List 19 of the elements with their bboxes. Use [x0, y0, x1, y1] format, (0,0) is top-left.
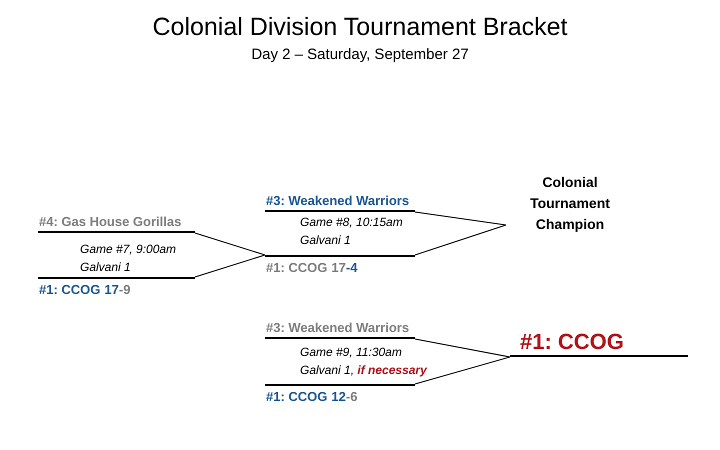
bracket-line [414, 356, 510, 384]
bracket-slot: #3: Weakened Warriors [265, 192, 415, 212]
bracket-slot: #1: CCOG 17-4 [265, 255, 415, 275]
bracket-slot: #4: Gas House Gorillas [38, 213, 195, 233]
bracket-line [194, 232, 266, 256]
bracket-slot: #1: CCOG 17-9 [38, 277, 195, 297]
bracket-line [414, 338, 510, 358]
bracket-title: Colonial Division Tournament Bracket [152, 12, 568, 42]
game-info: Game #9, 11:30am Galvani 1, if necessary [300, 344, 427, 379]
game-info: Game #8, 10:15am Galvani 1 [300, 214, 403, 249]
bracket-slot: #1: CCOG [510, 331, 688, 357]
game-info: Game #7, 9:00am Galvani 1 [80, 241, 176, 276]
champion-heading: Colonial Tournament Champion [529, 173, 611, 234]
bracket-slot: #3: Weakened Warriors [265, 319, 415, 339]
bracket-slot: #1: CCOG 12-6 [265, 384, 415, 404]
bracket-line [414, 212, 506, 226]
subtitle: Day 2 – Saturday, September 27 [251, 45, 469, 65]
bracket-line [194, 254, 266, 278]
bracket-line [414, 224, 506, 256]
